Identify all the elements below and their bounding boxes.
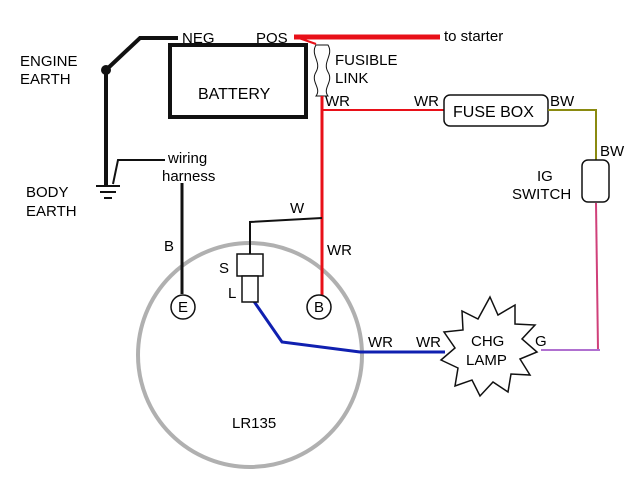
switch-label: SWITCH [512,186,571,203]
fuse-box-label: FUSE BOX [453,104,534,121]
wr-top-label: WR [325,93,350,110]
wr-fusebox-label: WR [414,93,439,110]
w-label: W [290,200,305,217]
link-label: LINK [335,70,368,87]
w-wire [249,217,323,254]
body-label: BODY [26,184,69,201]
g-label: G [535,333,547,350]
ground-symbol [96,185,120,199]
bw-side-label: BW [600,143,625,160]
wr-vertical-label: WR [327,242,352,259]
chg-label: CHG [471,333,504,350]
e-terminal-label: E [178,299,188,316]
b-wire-label: B [164,238,174,255]
body-earth-wire [112,159,165,185]
engine-earth-label: EARTH [20,71,71,88]
l-connector [241,275,259,303]
body-earth-label: EARTH [26,203,77,220]
lamp-wire [251,299,445,354]
ignition-switch [581,159,610,203]
wiring-label: wiring [167,150,207,167]
charge-lamp-icon [439,295,539,398]
bw-top-label: BW [550,93,575,110]
to-starter-label: to starter [444,28,503,45]
e-terminal [170,294,196,320]
wr-right-label: WR [416,334,441,351]
b-terminal-label: B [314,299,324,316]
battery-label: BATTERY [198,86,271,103]
bw-wire [548,109,597,160]
s-label: S [219,260,229,277]
fusible-label: FUSIBLE [335,52,398,69]
b-terminal [306,294,332,320]
switch-lamp-wire [595,202,599,351]
l-label: L [228,285,236,302]
lamp-label: LAMP [466,352,507,369]
s-connector [236,253,264,277]
engine-earth-wire [104,36,178,72]
neg-label: NEG [182,30,215,47]
pos-label: POS [256,30,288,47]
wr-left-label: WR [368,334,393,351]
battery-box [168,43,308,119]
fusible-link-icon [313,44,331,97]
pos-lead [295,36,317,45]
ig-label: IG [537,168,553,185]
engine-label: ENGINE [20,53,78,70]
harness-label: harness [162,168,215,185]
alternator-label: LR135 [232,415,276,432]
